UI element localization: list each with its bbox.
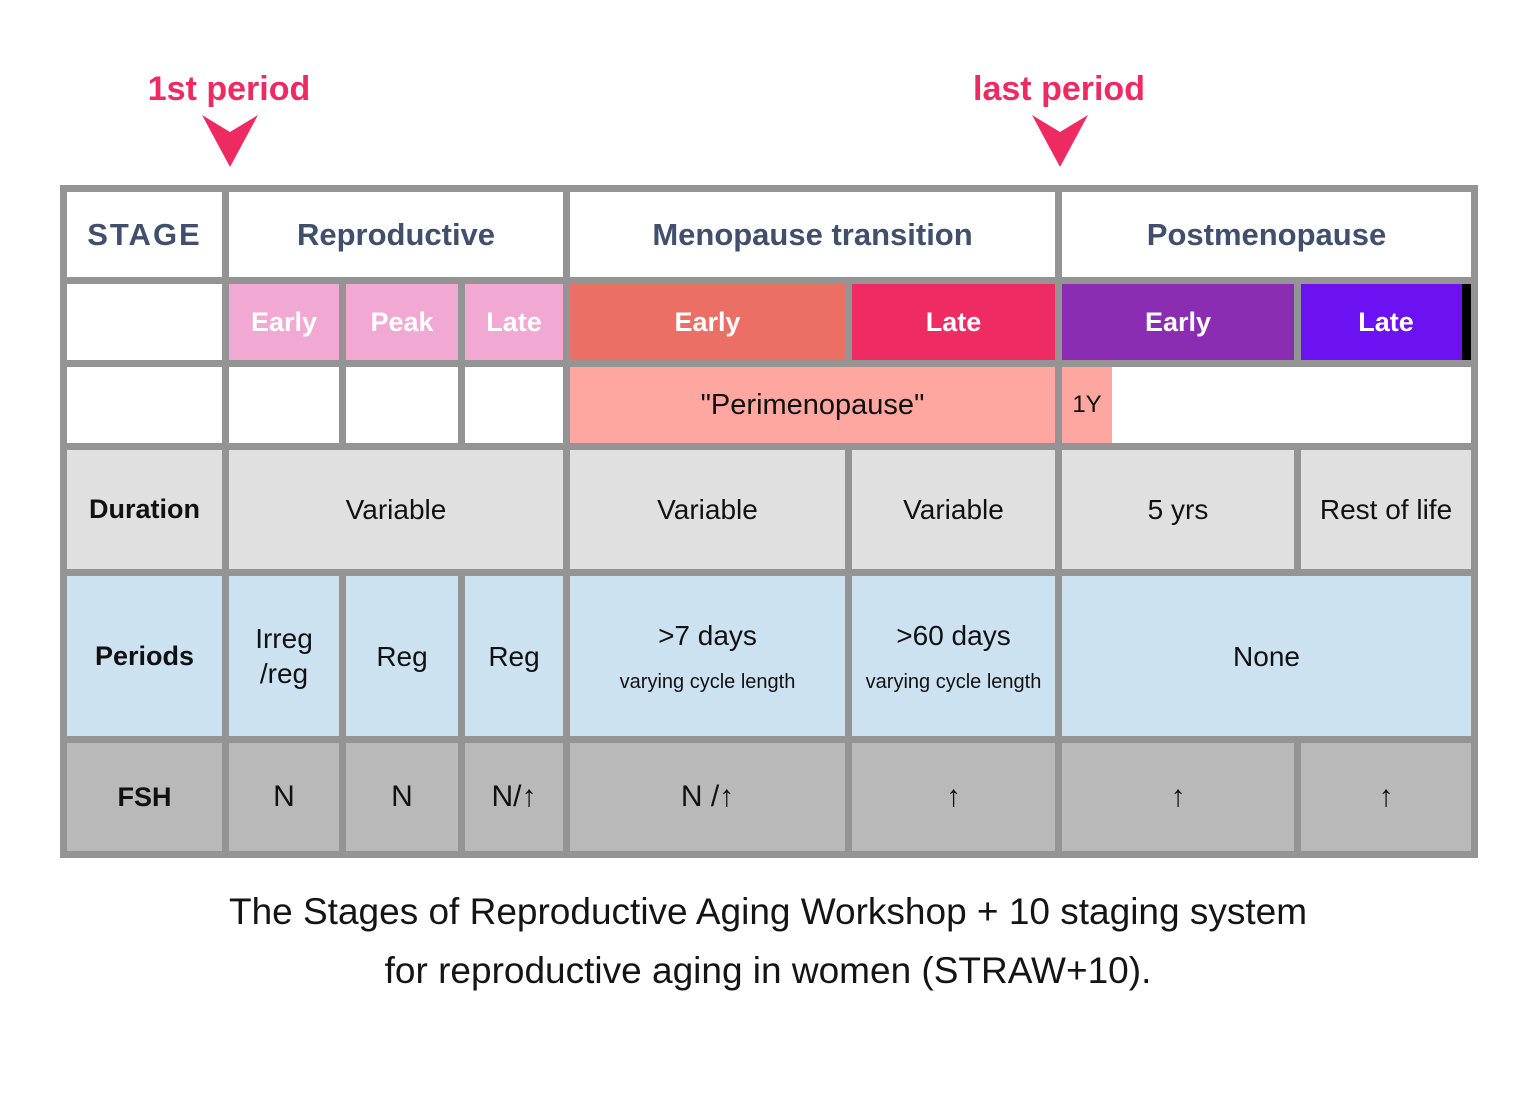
perimenopause-tail-cell: 1Y [1062, 367, 1471, 443]
substage-reproductive-peak: Peak [346, 284, 458, 360]
last-period-label: last period [973, 70, 1145, 108]
fsh-postmenopause-late: ↑ [1301, 743, 1471, 851]
periods-postmenopause: None [1062, 576, 1471, 736]
perimenopause-spacer-1 [67, 367, 222, 443]
substage-reproductive-early: Early [229, 284, 339, 360]
periods-reproductive-peak: Reg [346, 576, 458, 736]
duration-postmenopause-early: 5 yrs [1062, 450, 1294, 569]
substage-reproductive-late: Late [465, 284, 563, 360]
periods-reproductive-late: Reg [465, 576, 563, 736]
first-period-arrow-icon [202, 115, 258, 167]
duration-postmenopause-late: Rest of life [1301, 450, 1471, 569]
group-header-postmenopause: Postmenopause [1062, 192, 1471, 277]
fsh-postmenopause-early: ↑ [1062, 743, 1294, 851]
periods-transition-late: >60 days varying cycle length [852, 576, 1055, 736]
periods-transition-early-note: varying cycle length [619, 671, 796, 693]
perimenopause-spacer-4 [465, 367, 563, 443]
perimenopause-band: "Perimenopause" [570, 367, 1055, 443]
substage-transition-late: Late [852, 284, 1055, 360]
substage-transition-early: Early [570, 284, 845, 360]
duration-transition-late: Variable [852, 450, 1055, 569]
substage-postmenopause-late: Late [1301, 284, 1471, 360]
fsh-reproductive-early: N [229, 743, 339, 851]
group-header-reproductive: Reproductive [229, 192, 563, 277]
substage-postmenopause-late-label: Late [1358, 306, 1414, 337]
fsh-reproductive-late: N/↑ [465, 743, 563, 851]
substage-postmenopause-early: Early [1062, 284, 1294, 360]
periods-transition-early: >7 days varying cycle length [570, 576, 845, 736]
periods-row-label: Periods [67, 576, 222, 736]
stage-header: STAGE [67, 192, 222, 277]
fsh-transition-early: N /↑ [570, 743, 845, 851]
late-postmenopause-end-marker [1462, 284, 1471, 360]
perimenopause-spacer-3 [346, 367, 458, 443]
substage-spacer-cell [67, 284, 222, 360]
perimenopause-one-year-block: 1Y [1062, 367, 1112, 443]
fsh-transition-late: ↑ [852, 743, 1055, 851]
fsh-row-label: FSH [67, 743, 222, 851]
duration-reproductive: Variable [229, 450, 563, 569]
periods-transition-early-value: >7 days [658, 620, 757, 651]
group-header-menopause-transition: Menopause transition [570, 192, 1055, 277]
fsh-reproductive-peak: N [346, 743, 458, 851]
last-period-arrow-icon [1032, 115, 1088, 167]
periods-reproductive-early: Irreg /reg [229, 576, 339, 736]
figure-caption: The Stages of Reproductive Aging Worksho… [228, 891, 1308, 992]
periods-transition-late-note: varying cycle length [865, 671, 1042, 693]
straw-staging-table: STAGE Reproductive Menopause transition … [60, 185, 1478, 858]
periods-transition-late-value: >60 days [896, 620, 1011, 651]
duration-row-label: Duration [67, 450, 222, 569]
perimenopause-spacer-2 [229, 367, 339, 443]
duration-transition-early: Variable [570, 450, 845, 569]
first-period-label: 1st period [147, 70, 311, 108]
